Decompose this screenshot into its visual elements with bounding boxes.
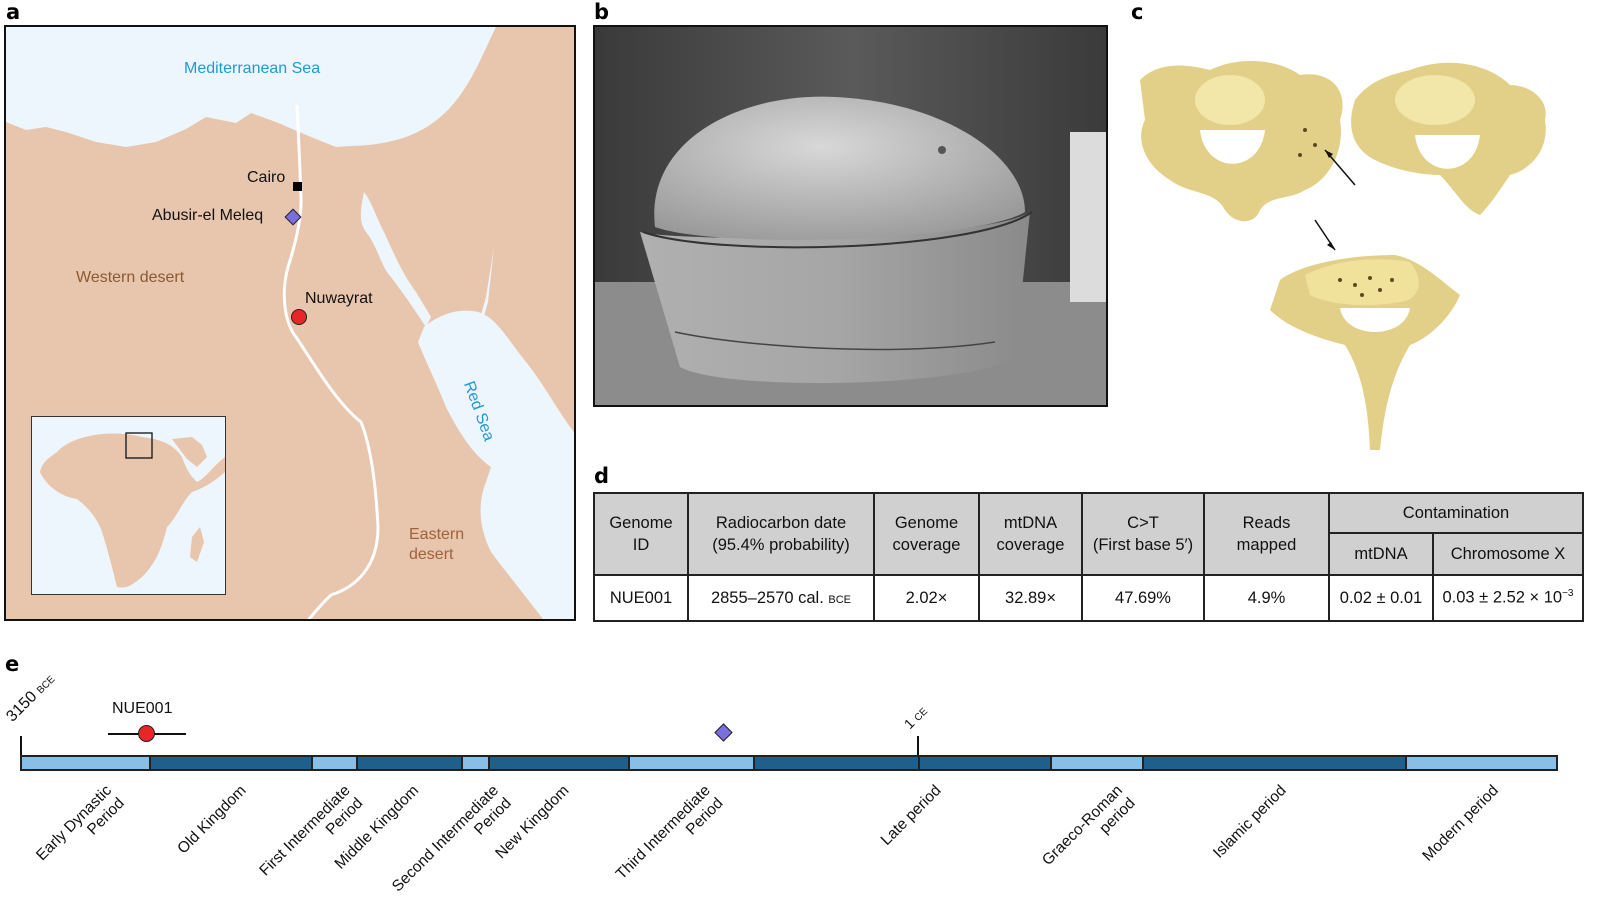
africa-inset-map xyxy=(31,416,226,595)
radiocarbon-era: BCE xyxy=(828,593,852,606)
label-mediterranean-sea: Mediterranean Sea xyxy=(184,60,321,77)
start-year: 3150 xyxy=(3,688,41,726)
abusir-diamond-icon xyxy=(714,723,733,742)
segment-modern xyxy=(1405,755,1558,771)
period-label-late: Late period xyxy=(878,782,946,850)
pottery-coffin-illustration xyxy=(595,27,1106,405)
header-radiocarbon: Radiocarbon date (95.4% probability) xyxy=(687,492,875,576)
cell-radiocarbon: 2855–2570 cal. BCE xyxy=(687,574,875,622)
header-text: ID xyxy=(632,536,650,554)
cell-ct: 47.69% xyxy=(1081,574,1205,622)
label-nuwayrat: Nuwayrat xyxy=(305,290,373,307)
ce-tick xyxy=(917,736,919,756)
header-text: coverage xyxy=(892,536,961,554)
header-cont-mtdna: mtDNA xyxy=(1328,532,1434,576)
header-text: C>T xyxy=(1127,514,1159,532)
period-label-islamic: Islamic period xyxy=(1210,782,1290,862)
segment-late-period-a xyxy=(753,755,920,771)
cell-cont-mtdna: 0.02 ± 0.01 xyxy=(1328,574,1434,622)
cell-genome-coverage: 2.02× xyxy=(873,574,980,622)
segment-second-intermediate xyxy=(461,755,490,771)
header-reads-mapped: Reads mapped xyxy=(1203,492,1330,576)
label-western-desert: Western desert xyxy=(76,269,185,286)
egypt-periods-timeline: 3150 BCE 1 CE NUE001 Early Dynastic Peri… xyxy=(0,650,1600,923)
header-genome-id: Genome ID xyxy=(593,492,689,576)
nue001-circle-icon xyxy=(138,725,155,742)
panel-letter-b: b xyxy=(594,0,610,24)
cairo-square-icon xyxy=(293,182,302,191)
cell-reads-mapped: 4.9% xyxy=(1203,574,1330,622)
panel-letter-a: a xyxy=(6,0,21,24)
period-label-old-kingdom: Old Kingdom xyxy=(175,782,251,858)
period-label-modern: Modern period xyxy=(1419,782,1502,865)
period-label-graeco-roman: Graeco-Roman period xyxy=(1039,782,1139,882)
label-abusir-el-meleq: Abusir-el Meleq xyxy=(152,207,264,224)
label-eastern-desert-line2: desert xyxy=(409,546,454,563)
period-label-early-dynastic: Early Dynastic Period xyxy=(33,782,129,878)
period-line: Modern period xyxy=(1419,782,1503,865)
period-label-first-intermediate: First Intermediate Period xyxy=(257,782,368,893)
period-line: Late period xyxy=(878,782,946,849)
label-eastern-desert-line1: Eastern xyxy=(409,526,465,543)
segment-first-intermediate xyxy=(311,755,358,771)
start-tick xyxy=(20,736,22,756)
table-row: NUE001 2855–2570 cal. BCE 2.02× 32.89× 4… xyxy=(593,574,1584,622)
period-line: New Kingdom xyxy=(491,782,573,863)
header-text: (95.4% probability) xyxy=(712,536,850,554)
cell-cont-chrx: 0.03 ± 2.52 × 10−3 xyxy=(1432,574,1584,622)
segment-late-period-b xyxy=(918,755,1052,771)
header-text: Radiocarbon date xyxy=(715,514,847,532)
segment-third-intermediate xyxy=(628,755,755,771)
period-line: Islamic period xyxy=(1210,782,1291,862)
header-genome-coverage: Genome coverage xyxy=(873,492,980,576)
cell-mtdna-coverage: 32.89× xyxy=(978,574,1083,622)
header-contamination: Contamination xyxy=(1328,492,1584,534)
chrx-value: 0.03 ± 2.52 × 10 xyxy=(1442,588,1563,607)
egypt-map: Mediterranean Sea Red Sea Western desert… xyxy=(4,25,576,621)
segment-islamic xyxy=(1142,755,1407,771)
segment-graeco-roman xyxy=(1050,755,1144,771)
period-label-new-kingdom: New Kingdom xyxy=(492,782,573,863)
header-text: Reads xyxy=(1242,514,1291,532)
header-mtdna-coverage: mtDNA coverage xyxy=(978,492,1083,576)
segment-early-dynastic xyxy=(20,755,151,771)
header-cont-chrx: Chromosome X xyxy=(1432,532,1584,576)
header-text: Genome xyxy=(894,514,959,532)
panel-letter-c: c xyxy=(1131,0,1144,24)
start-era: BCE xyxy=(35,673,58,697)
chrx-exponent: −3 xyxy=(1562,588,1574,600)
label-cairo: Cairo xyxy=(247,169,286,186)
header-text: (First base 5′) xyxy=(1092,536,1194,554)
segment-middle-kingdom xyxy=(356,755,463,771)
header-text: coverage xyxy=(996,536,1065,554)
ce-date-label: 1 CE xyxy=(901,703,930,732)
vertebrae-photo xyxy=(1130,40,1570,460)
genome-summary-table: Genome ID Radiocarbon date (95.4% probab… xyxy=(593,492,1584,622)
africa-shape xyxy=(40,432,225,588)
nue001-label: NUE001 xyxy=(112,700,173,717)
cell-genome-id: NUE001 xyxy=(593,574,689,622)
pottery-coffin-photo xyxy=(593,25,1108,407)
panel-letter-d: d xyxy=(594,464,610,488)
header-text: mtDNA xyxy=(1003,514,1058,532)
radiocarbon-value: 2855–2570 cal. xyxy=(710,588,824,607)
nuwayrat-circle-icon xyxy=(291,309,307,325)
label-eastern-desert: Eastern desert xyxy=(409,525,464,565)
vertebrae-illustration xyxy=(1140,60,1546,450)
panel-letter-e: e xyxy=(5,652,20,676)
map-shapes xyxy=(6,27,574,619)
header-ct: C>T (First base 5′) xyxy=(1081,492,1205,576)
header-text: mapped xyxy=(1236,536,1297,554)
segment-old-kingdom xyxy=(149,755,313,771)
segment-new-kingdom xyxy=(488,755,630,771)
period-label-third-intermediate: Third Intermediate Period xyxy=(613,782,727,896)
ce-era: CE xyxy=(912,706,931,724)
period-line: Old Kingdom xyxy=(174,782,251,858)
start-date-label: 3150 BCE xyxy=(3,670,59,726)
header-text: Genome xyxy=(609,514,673,532)
